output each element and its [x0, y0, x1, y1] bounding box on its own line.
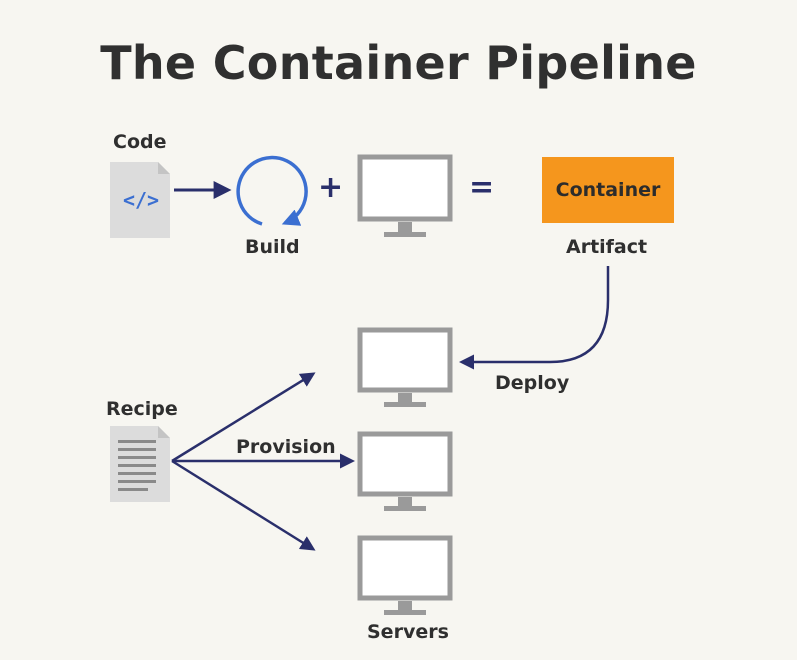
recipe-label: Recipe: [106, 398, 178, 420]
code-label: Code: [113, 131, 167, 153]
server-monitor-icon: [357, 431, 453, 511]
plus-operator: +: [318, 170, 344, 205]
build-label: Build: [245, 236, 300, 258]
equals-operator: =: [469, 170, 495, 205]
deploy-label: Deploy: [495, 372, 570, 394]
code-glyph-icon: </>: [122, 188, 160, 212]
provision-arrow-bottom: [171, 459, 316, 551]
deploy-arrow: [459, 266, 610, 370]
build-cycle-icon: [236, 155, 308, 226]
provision-arrow-top: [171, 372, 316, 463]
server-monitor-icon: [357, 535, 453, 615]
code-document-icon: [110, 162, 170, 238]
artifact-label: Artifact: [566, 236, 648, 258]
container-label: Container: [555, 179, 661, 201]
servers-label: Servers: [367, 621, 449, 643]
provision-label: Provision: [236, 436, 336, 458]
server-monitor-icon: [357, 327, 453, 407]
base-image-monitor-icon: [357, 154, 453, 237]
diagram-title: The Container Pipeline: [100, 36, 697, 90]
provision-arrows: [171, 372, 355, 551]
container-box: Container: [542, 157, 674, 223]
recipe-document-icon: [110, 426, 170, 502]
